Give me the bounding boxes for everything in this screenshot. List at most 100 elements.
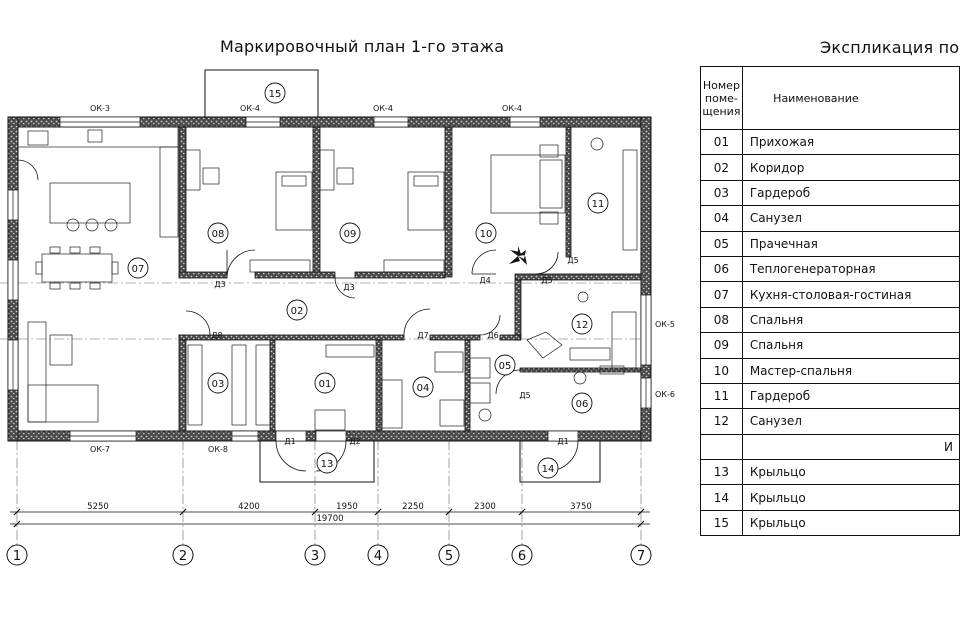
- window-mark: ОК-8: [208, 445, 228, 454]
- room-number: 07: [132, 264, 145, 275]
- axis-label: 4: [374, 549, 382, 564]
- dimension-lines: [10, 508, 650, 528]
- window-marks: ОК-3 ОК-4 ОК-4 ОК-4 ОК-5 ОК-6 ОК-7 ОК-8: [90, 104, 675, 454]
- room-name-cell: Крыльцо: [741, 509, 960, 537]
- axis-label: 6: [518, 549, 526, 564]
- door-mark: Д3: [343, 283, 354, 292]
- room-num-cell: 15: [700, 509, 743, 537]
- room-number: 03: [212, 379, 225, 390]
- room-num-cell: 04: [700, 205, 743, 232]
- furniture: [17, 126, 638, 431]
- room-num-cell: 08: [700, 306, 743, 334]
- window-mark: ОК-4: [502, 104, 522, 113]
- room-number: 06: [576, 399, 589, 410]
- room-num-cell: 13: [700, 459, 743, 486]
- room-name-cell: Теплогенераторная: [741, 255, 960, 283]
- explication-title: Экспликация помещ: [820, 38, 960, 57]
- door-mark: Д6: [487, 331, 498, 340]
- room-numbers: 07 08 09 10 11 02 12 03 01 04 05 06 13 1…: [132, 89, 605, 475]
- room-name-cell: Санузел: [741, 205, 960, 232]
- room-name-cell: Гардероб: [741, 382, 960, 410]
- room-num-cell: 01: [700, 128, 743, 156]
- header-room-number: Номер поме- щения: [700, 66, 743, 130]
- group-label: И: [741, 433, 960, 461]
- room-number: 02: [291, 306, 304, 317]
- table-header-row: Номер поме- щения Наименование: [700, 66, 960, 130]
- window-mark: ОК-4: [373, 104, 393, 113]
- room-name-cell: Крыльцо: [741, 459, 960, 486]
- room-number: 11: [592, 199, 605, 210]
- room-name-cell: Санузел: [741, 408, 960, 435]
- porch-14: [519, 440, 601, 483]
- room-number: 12: [576, 320, 589, 331]
- room-bubbles: [127, 82, 609, 479]
- room-num-cell: 05: [700, 230, 743, 257]
- table-group-row: И: [700, 433, 960, 461]
- porch-13: [259, 440, 375, 483]
- room-name-cell: Мастер-спальня: [741, 357, 960, 384]
- room-number: 04: [417, 383, 430, 394]
- room-num-cell: 03: [700, 179, 743, 207]
- room-number: 09: [344, 229, 357, 240]
- room-number: 01: [319, 379, 332, 390]
- window-mark: ОК-4: [240, 104, 260, 113]
- axis-bubbles: [6, 544, 652, 566]
- window-mark: ОК-5: [655, 320, 675, 329]
- window-openings: [7, 116, 652, 442]
- door-mark: Д7: [417, 331, 428, 340]
- interior-walls: [178, 126, 642, 432]
- room-name-cell: Спальня: [741, 306, 960, 334]
- door-mark: Д4: [479, 276, 490, 285]
- room-name-cell: Гардероб: [741, 179, 960, 207]
- dimension-value: 2300: [474, 502, 496, 512]
- door-mark: Д3: [214, 280, 225, 289]
- door-mark: Д1: [557, 437, 568, 446]
- axis-label: 5: [445, 549, 453, 564]
- room-number: 05: [499, 361, 512, 372]
- dimension-value: 1950: [336, 502, 358, 512]
- axis-label: 1: [13, 549, 21, 564]
- room-number: 13: [321, 459, 334, 470]
- dimension-values: 5250 4200 1950 2250 2300 3750 19700: [87, 502, 592, 524]
- plan-title: Маркировочный план 1-го этажа: [220, 37, 505, 56]
- dimension-value: 3750: [570, 502, 592, 512]
- room-num-cell: 07: [700, 281, 743, 308]
- room-num-cell: 09: [700, 332, 743, 359]
- room-number: 14: [542, 464, 555, 475]
- header-room-name: Наименование: [741, 66, 960, 130]
- room-num-cell: 14: [700, 484, 743, 511]
- room-num-cell: 06: [700, 255, 743, 283]
- dimension-value: 4200: [238, 502, 260, 512]
- porch-15: [204, 69, 319, 117]
- axis-label: 3: [311, 549, 319, 564]
- total-dimension: 19700: [316, 514, 343, 524]
- door-marks: Д3 Д3 Д4 Д5 Д5 Д6 Д7 Д8 Д1 Д2 Д5 Д1: [211, 256, 578, 446]
- room-name-cell: Прачечная: [741, 230, 960, 257]
- door-mark: Д5: [541, 276, 552, 285]
- dimension-value: 2250: [402, 502, 424, 512]
- dimension-value: 5250: [87, 502, 109, 512]
- window-mark: ОК-3: [90, 104, 110, 113]
- room-num-cell: 10: [700, 357, 743, 384]
- door-mark: Д2: [349, 437, 360, 446]
- window-mark: ОК-6: [655, 390, 675, 399]
- room-num-cell: 02: [700, 154, 743, 181]
- axis-label: 7: [637, 549, 645, 564]
- room-name-cell: Прихожая: [741, 128, 960, 156]
